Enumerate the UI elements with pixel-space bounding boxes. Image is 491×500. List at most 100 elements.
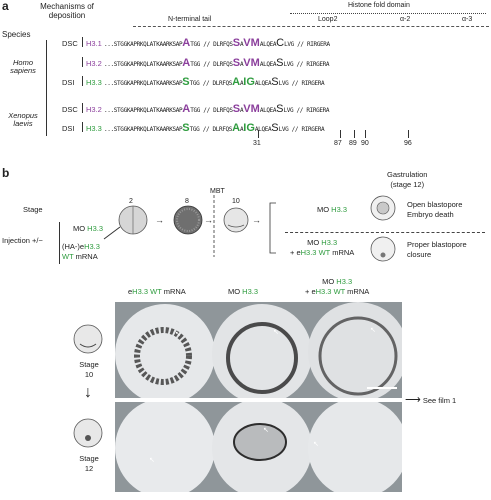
tick-96 [408, 130, 409, 138]
loop2-sequence: DLRFQS [213, 41, 233, 48]
residue-89: I [243, 122, 247, 134]
tick-89 [354, 130, 355, 138]
mechanisms-header: Mechanisms of deposition [40, 2, 94, 20]
residue-88: A [240, 107, 244, 114]
histone-variant-label: H3.2 [86, 105, 102, 114]
stage-10: 10 [232, 198, 240, 205]
svg-text:↖: ↖ [370, 327, 376, 334]
svg-text:↖: ↖ [263, 427, 269, 434]
species-homo-sapiens: Homo sapiens [10, 58, 36, 75]
photo-stage-12: ↖ ↖ ↖ [115, 402, 402, 492]
loop2-label: Loop2 [318, 16, 338, 23]
mechanism-label: DSI [62, 124, 75, 133]
svg-text:↖: ↖ [313, 441, 319, 448]
alpha3-sequence: RIRGERA [306, 41, 330, 48]
residue-89: I [243, 76, 247, 88]
histone-fold-dotted-line [290, 13, 486, 14]
embryo-open-blastopore [370, 195, 396, 221]
residue-31: A [182, 37, 191, 49]
column-label-mo-rescue: MO H3.3 + eH3.3 WT mRNA [305, 277, 370, 296]
svg-text:→: → [252, 215, 261, 225]
sequence-break: // [200, 61, 214, 68]
sequence-break: // [293, 41, 307, 48]
histone-variant-label: H3.2 [86, 59, 102, 68]
alpha3-sequence: RIRGERA [306, 107, 330, 114]
tick-90 [365, 130, 366, 138]
residue-90: M [250, 57, 260, 69]
sequence-break: // [288, 126, 302, 133]
n-terminal-sequence: ...STGGKAPRKQLATKAARKSAP [104, 126, 183, 133]
residue-96: S [276, 103, 284, 115]
outcome-bracket [269, 202, 276, 254]
n-terminal-tail-end: TGG [190, 61, 201, 68]
outcome-divider [285, 232, 485, 233]
position-90: 90 [361, 140, 369, 147]
alpha2-sequence: ALQEA [259, 61, 277, 68]
development-timeline: → → → [103, 195, 276, 257]
gastrulation-label: Gastrulation (stage 12) [387, 170, 428, 189]
injection-label: Injection +/− [2, 236, 43, 245]
outcome1-condition: MO H3.3 [317, 205, 348, 214]
alpha2-sequence-end: LVG [278, 80, 289, 87]
embryo-photo-1 [115, 304, 215, 398]
residue-31: S [182, 76, 190, 88]
residue-87: S [232, 37, 241, 49]
residue-88: A [240, 80, 244, 87]
right-arrow-icon: ⟶ [405, 394, 421, 406]
residue-96: S [271, 122, 279, 134]
stage-2: 2 [129, 198, 133, 205]
n-terminal-tail-end: TGG [189, 126, 200, 133]
mechanism-label: DSC [62, 39, 78, 48]
alpha3-sequence: RIRGERA [306, 61, 330, 68]
residue-96: S [276, 57, 284, 69]
loop2-sequence: DLRFQS [212, 126, 233, 133]
embryo-photo-4 [115, 402, 215, 492]
sequence-break: // [293, 107, 307, 114]
injection-bracket [59, 222, 60, 264]
row-divider [82, 56, 83, 67]
alpha3-sequence: RIRGERA [301, 126, 325, 133]
sequence-break: // [293, 61, 307, 68]
svg-text:↖: ↖ [175, 331, 181, 338]
sequence-break: // [288, 80, 302, 87]
sequence-break: // [199, 126, 213, 133]
panel-a-label: a [2, 0, 9, 13]
alpha2-sequence: ALQEA [254, 80, 272, 87]
n-terminal-label: N-terminal tail [168, 16, 212, 23]
position-87: 87 [334, 140, 342, 147]
n-terminal-tail-end: TGG [190, 41, 201, 48]
row-divider [82, 102, 83, 113]
n-terminal-sequence: ...STGGKAPRKQLATKAARKSAP [104, 61, 183, 68]
residue-90: G [246, 76, 255, 88]
svg-text:→: → [204, 215, 213, 225]
species-bracket-line [46, 40, 47, 136]
schematic-embryo-stage-10 [73, 324, 103, 354]
photo-stage-10: ↖ ↖ ↖ [115, 302, 402, 398]
residue-31: A [182, 103, 191, 115]
embryo-closed-blastopore [370, 236, 396, 262]
embryo-photo-2 [212, 304, 312, 398]
tick-31 [258, 130, 259, 138]
stage-12-label: Stage 12 [79, 454, 99, 473]
alpha2-sequence-end: LVG [283, 107, 294, 114]
domain-line [133, 26, 489, 27]
panel-b-label: b [2, 166, 10, 180]
alpha2-sequence: ALQEA [259, 41, 277, 48]
embryo-photo-3 [308, 302, 402, 398]
alpha3-label: α-3 [462, 16, 473, 23]
residue-87: A [232, 76, 241, 88]
residue-96: C [276, 37, 285, 49]
n-terminal-sequence: ...STGGKAPRKQLATKAARKSAP [104, 107, 183, 114]
mechanism-label: DSC [62, 105, 78, 114]
svg-text:→: → [155, 215, 164, 225]
n-terminal-sequence: ...STGGKAPRKQLATKAARKSAP [104, 80, 183, 87]
embryo-photo-6 [308, 402, 402, 492]
embryo-stage-8 [173, 205, 203, 235]
injection-needle [103, 226, 121, 240]
residue-90: G [246, 122, 255, 134]
see-film-link[interactable]: ⟶ See film 1 [405, 394, 457, 406]
residue-89: V [243, 103, 251, 115]
